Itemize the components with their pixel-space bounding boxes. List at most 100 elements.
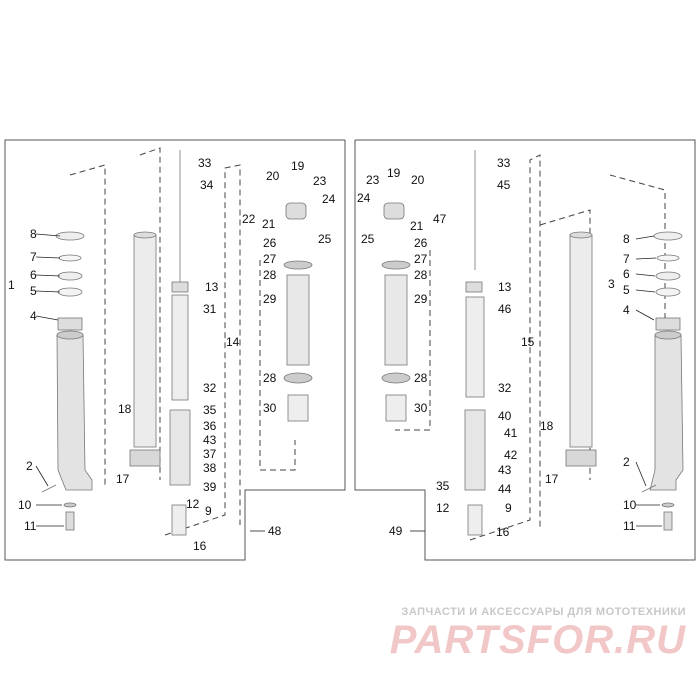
left-leader-line (35, 256, 61, 259)
left-callout-4: 4 (30, 309, 37, 323)
left-callout-27: 27 (263, 252, 277, 266)
left-cartridge-frame (164, 164, 241, 536)
left-callout-11: 11 (24, 519, 37, 533)
left-stanchion-tube (129, 231, 161, 467)
right-callout-30: 30 (414, 401, 428, 415)
right-callout-4: 4 (623, 303, 630, 317)
right-callout-44: 44 (498, 482, 512, 496)
left-callout-28: 28 (263, 371, 277, 385)
left-callout-13: 13 (205, 280, 219, 294)
left-group-frame (4, 139, 346, 561)
right-callout-11: 11 (623, 519, 636, 533)
right-callout-35: 35 (436, 479, 450, 493)
right-callout-27: 27 (414, 252, 428, 266)
left-callout-9: 9 (205, 504, 212, 518)
right-callout-13: 13 (498, 280, 512, 294)
right-callout-41: 41 (504, 426, 518, 440)
left-callout-30: 30 (263, 401, 277, 415)
right-bolts (641, 484, 675, 531)
right-callout-15: 15 (521, 335, 535, 349)
left-spring (283, 202, 313, 422)
right-callout-16: 16 (496, 525, 510, 539)
left-callout-38: 38 (203, 461, 217, 475)
right-callout-5: 5 (623, 283, 630, 297)
left-callout-37: 37 (203, 447, 217, 461)
right-leader-line (635, 273, 656, 277)
left-leader-line (35, 274, 61, 277)
watermark-subtitle: ЗАПЧАСТИ И АКСЕССУАРЫ ДЛЯ МОТОТЕХНИКИ (401, 606, 686, 618)
right-stanchion-tube (565, 231, 597, 467)
right-leader-line (635, 461, 647, 487)
left-callout-21: 21 (262, 217, 276, 231)
right-callout-20: 20 (411, 173, 425, 187)
left-callout-10: 10 (18, 498, 32, 512)
left-bolts (41, 484, 77, 531)
watermark-logo: PARTSFOR.RU (389, 618, 686, 662)
right-callout-12: 12 (436, 501, 450, 515)
right-callout-40: 40 (498, 409, 512, 423)
right-callout-29: 29 (414, 292, 428, 306)
right-callout-23: 23 (366, 173, 380, 187)
left-callout-16: 16 (193, 539, 207, 553)
right-callout-43: 43 (498, 463, 512, 477)
right-callout-47: 47 (433, 212, 447, 226)
right-leader-line (635, 289, 656, 293)
left-callout-17: 17 (116, 472, 130, 486)
left-callout-2: 2 (26, 459, 33, 473)
right-callout-21: 21 (410, 219, 424, 233)
right-callout-9: 9 (505, 501, 512, 515)
left-callout-48: 48 (268, 524, 282, 538)
right-group-frame (354, 139, 696, 561)
left-callout-36: 36 (203, 419, 217, 433)
left-leader-line (35, 290, 61, 293)
left-callout-31: 31 (203, 302, 217, 316)
right-callout-45: 45 (497, 178, 511, 192)
left-callout-20: 20 (266, 169, 280, 183)
right-callout-28: 28 (414, 371, 428, 385)
right-callout-46: 46 (498, 302, 512, 316)
left-callout-43: 43 (203, 433, 217, 447)
right-callout-49: 49 (389, 524, 403, 538)
right-callout-28: 28 (414, 268, 428, 282)
left-callout-6: 6 (30, 268, 37, 282)
left-callout-35: 35 (203, 403, 217, 417)
left-callout-1: 1 (8, 278, 15, 292)
right-leader-line (635, 257, 657, 260)
left-leader-line (35, 233, 61, 237)
left-leader-line (35, 315, 59, 321)
left-callout-24: 24 (322, 192, 336, 206)
left-callout-8: 8 (30, 227, 37, 241)
left-callout-32: 32 (203, 381, 217, 395)
right-callout-24: 24 (357, 191, 371, 205)
right-callout-17: 17 (545, 472, 559, 486)
left-spring-frame (259, 260, 296, 471)
right-callout-42: 42 (504, 448, 518, 462)
right-damper-rod (464, 150, 486, 536)
left-callout-14: 14 (226, 335, 240, 349)
right-outer-slider (649, 231, 684, 491)
right-callout-6: 6 (623, 267, 630, 281)
left-callout-5: 5 (30, 284, 37, 298)
left-callout-28: 28 (263, 268, 277, 282)
right-leader-line (635, 309, 655, 321)
left-leader-line (35, 465, 49, 487)
left-callout-18: 18 (118, 402, 132, 416)
right-leader-line (635, 235, 655, 240)
left-callout-12: 12 (186, 497, 200, 511)
right-callout-32: 32 (498, 381, 512, 395)
left-callout-22: 22 (242, 212, 256, 226)
right-spring-frame (395, 250, 431, 431)
right-callout-3: 3 (608, 277, 615, 291)
left-callout-7: 7 (30, 250, 37, 264)
right-callout-25: 25 (361, 232, 375, 246)
right-spring (381, 202, 411, 422)
left-callout-29: 29 (263, 292, 277, 306)
left-outer-slider (55, 231, 93, 491)
left-callout-33: 33 (198, 156, 212, 170)
left-damper-frame (139, 147, 161, 480)
right-callout-19: 19 (387, 166, 401, 180)
left-callout-19: 19 (291, 159, 305, 173)
